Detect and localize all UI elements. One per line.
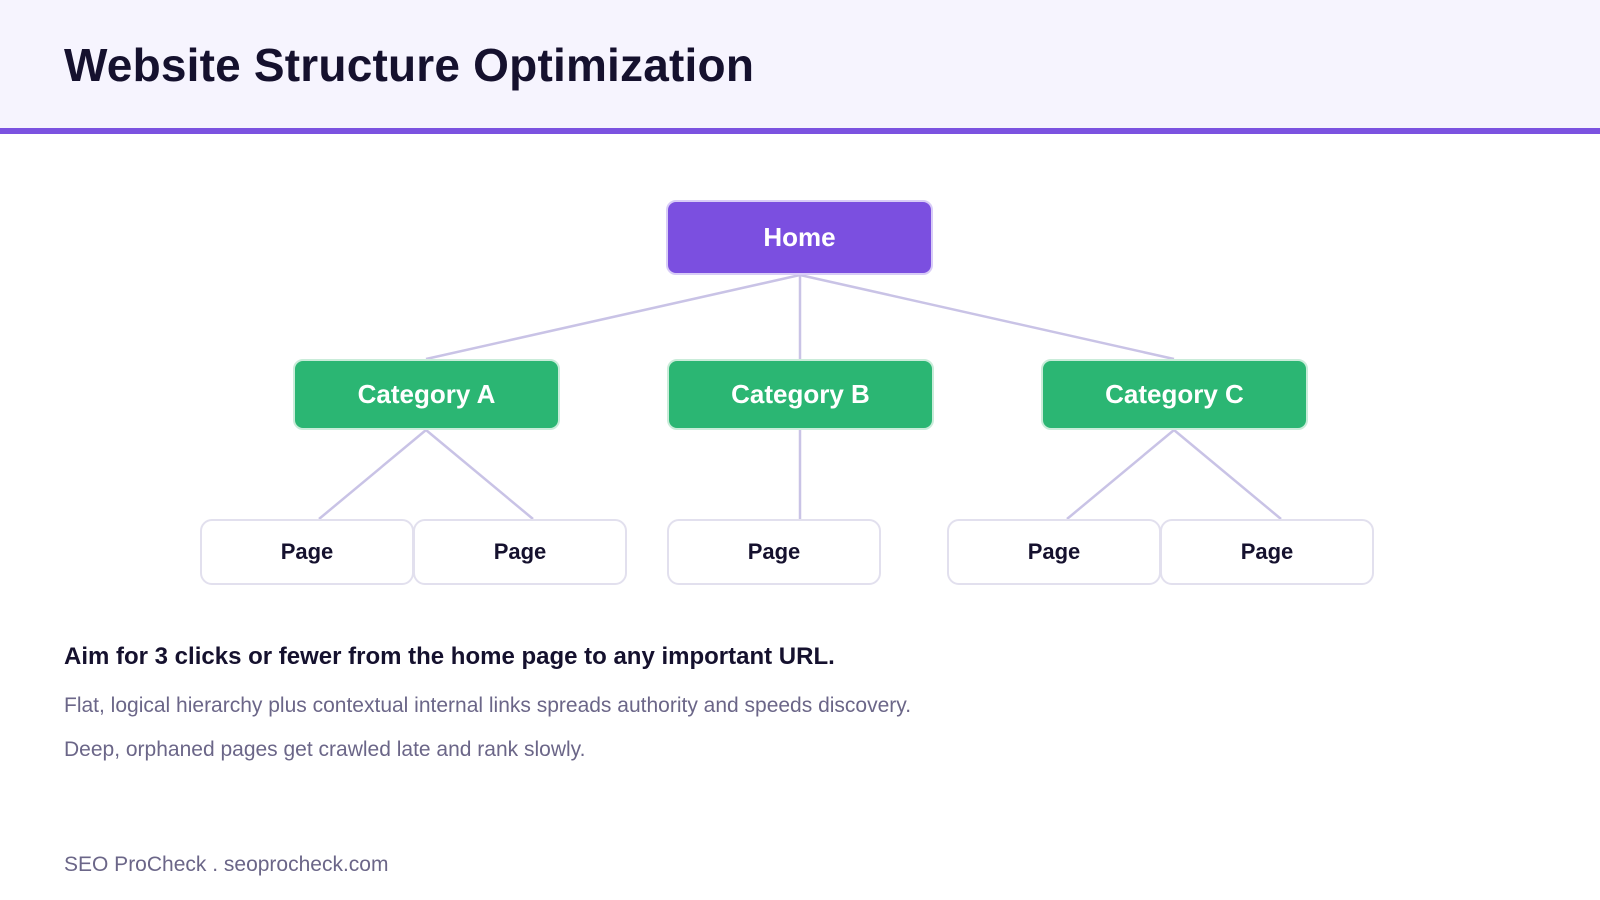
key-takeaway-headline: Aim for 3 clicks or fewer from the home … bbox=[64, 643, 835, 670]
connector-category-c-page-2 bbox=[1173, 429, 1282, 520]
header: Website Structure Optimization bbox=[0, 0, 1600, 128]
connector-category-c-page-1 bbox=[1066, 429, 1175, 520]
category-b-node: Category B bbox=[667, 359, 934, 430]
key-takeaway-line-1: Flat, logical hierarchy plus contextual … bbox=[64, 694, 912, 717]
category-c-node: Category C bbox=[1041, 359, 1308, 430]
home-node: Home bbox=[666, 200, 933, 275]
category-a-page-1-node: Page bbox=[200, 519, 414, 585]
page-title: Website Structure Optimization bbox=[64, 39, 755, 91]
key-takeaway-line-2: Deep, orphaned pages get crawled late an… bbox=[64, 738, 586, 761]
category-c-page-2-node: Page bbox=[1160, 519, 1374, 585]
connector-home-category-a bbox=[425, 273, 801, 361]
header-divider bbox=[0, 128, 1600, 134]
footer-brand: SEO ProCheck . seoprocheck.com bbox=[64, 853, 389, 876]
connector-home-category-c bbox=[799, 273, 1175, 361]
connector-category-a-page-1 bbox=[318, 429, 427, 520]
category-a-node: Category A bbox=[293, 359, 560, 430]
category-b-page-1-node: Page bbox=[667, 519, 881, 585]
category-a-page-2-node: Page bbox=[413, 519, 627, 585]
category-c-page-1-node: Page bbox=[947, 519, 1161, 585]
connector-category-a-page-2 bbox=[425, 429, 534, 520]
